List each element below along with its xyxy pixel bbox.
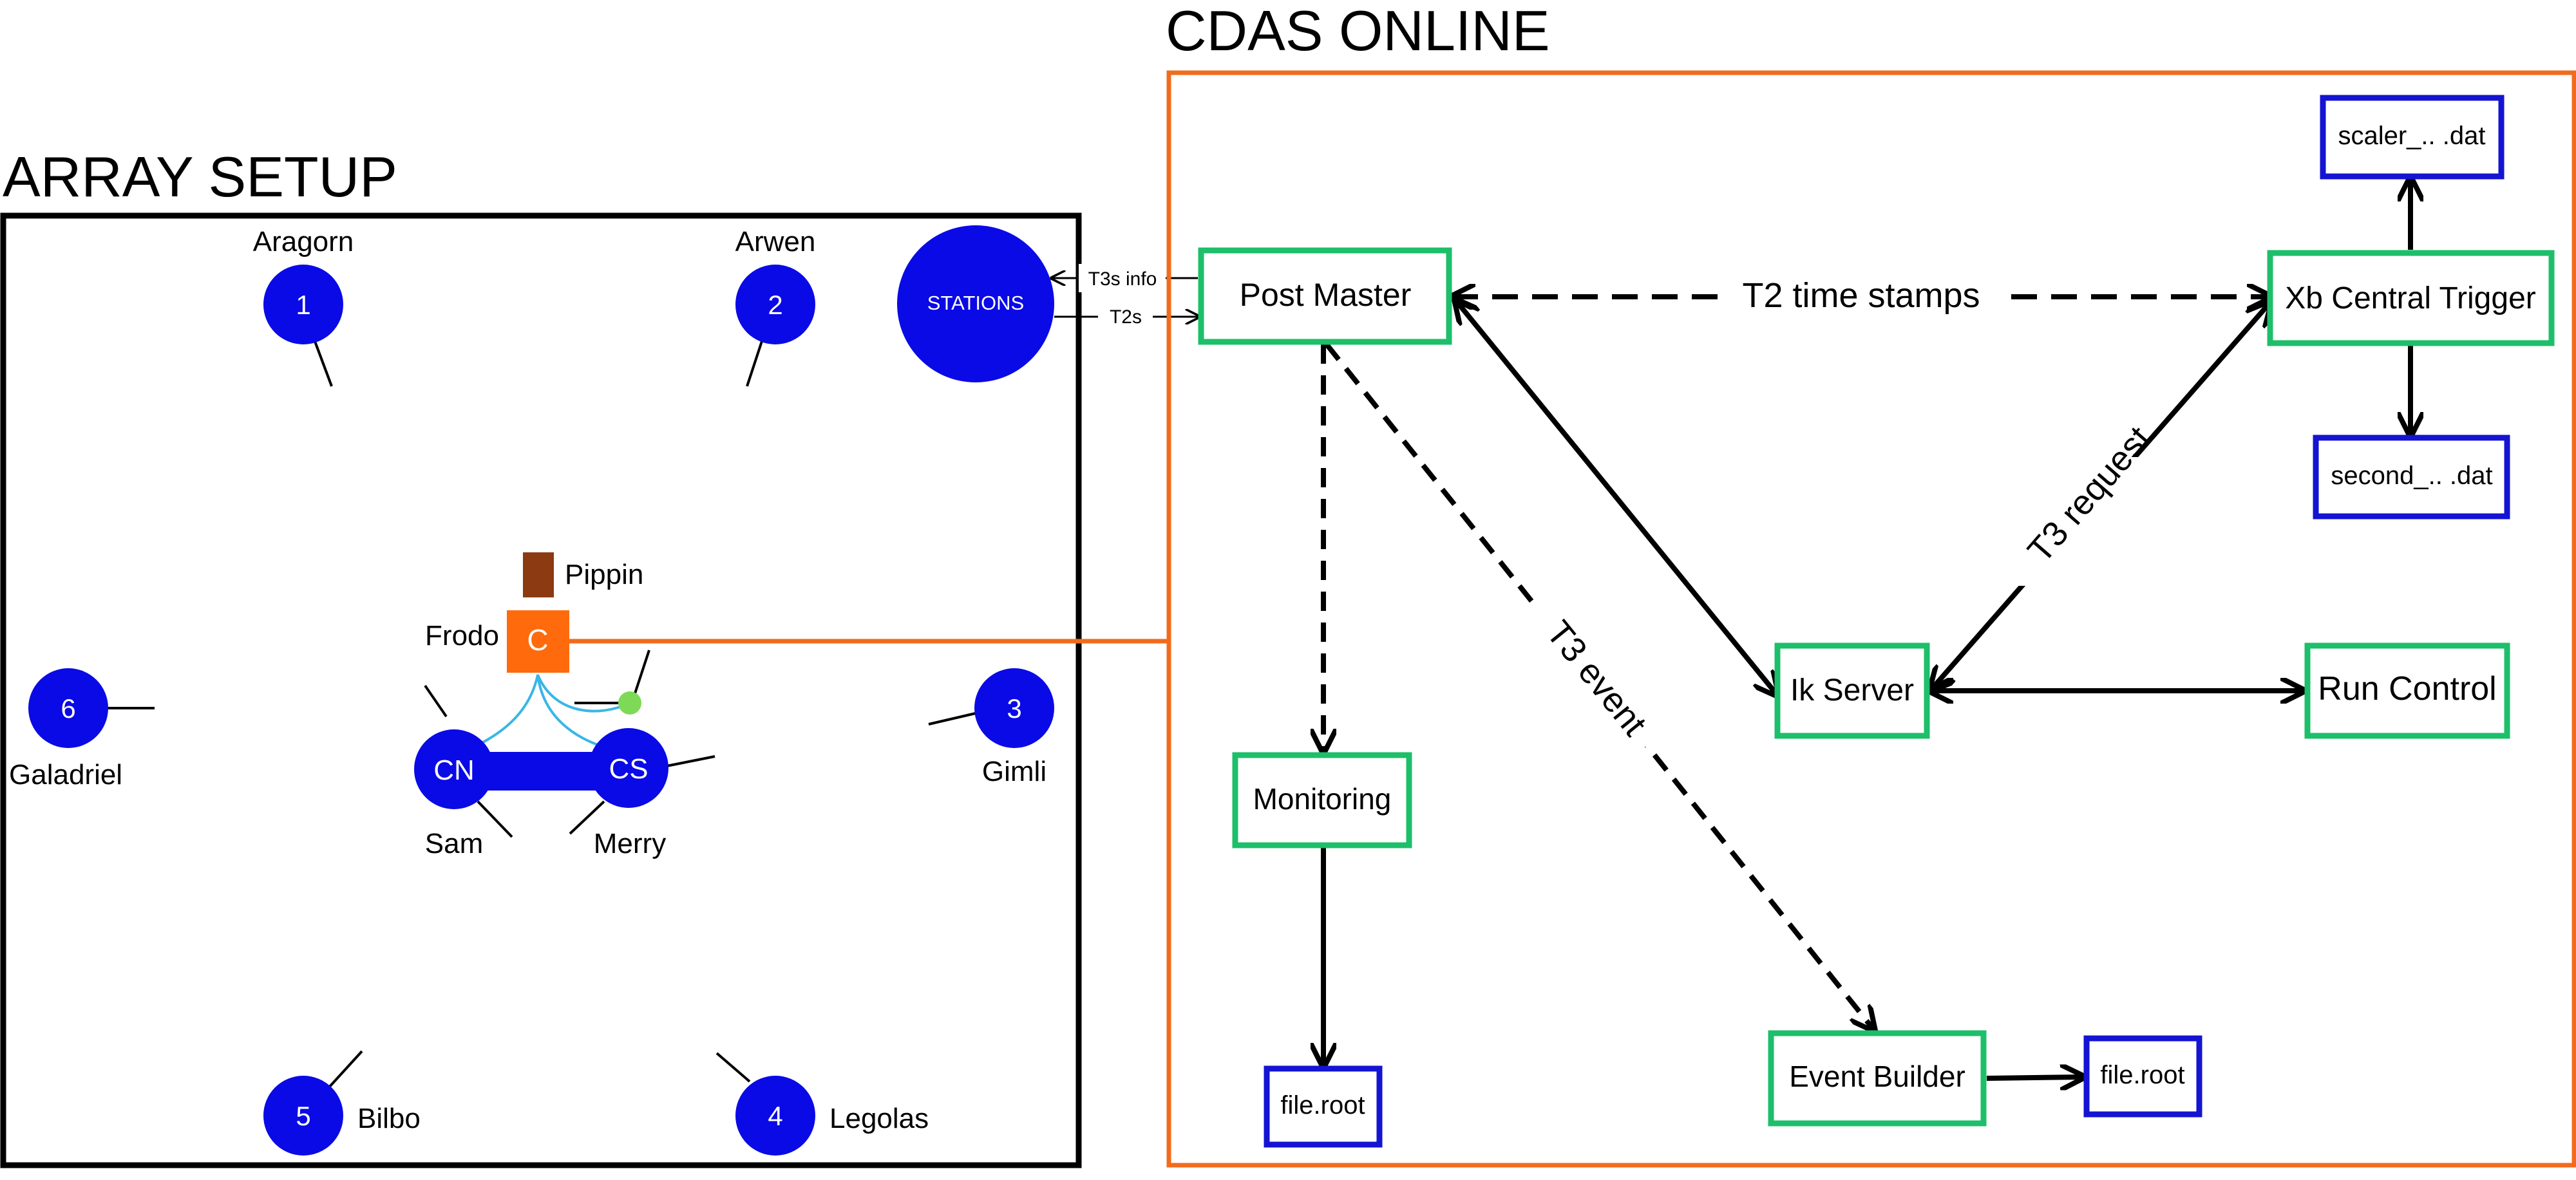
array-setup-frame (0, 212, 1082, 1168)
cdas-edges: T2 time stamps T3 request T3 event (1323, 178, 2410, 1078)
stations-node[interactable]: STATIONS (897, 225, 1054, 382)
monitoring-root-file[interactable]: file.root (1264, 1065, 1383, 1148)
merry-label: Merry (594, 828, 666, 859)
t2s-label: T2s (1110, 306, 1142, 328)
ik-server-label: Ik Server (1790, 673, 1914, 707)
tank-2[interactable]: 2 Arwen (735, 226, 816, 387)
frodo-letter: C (527, 623, 548, 657)
tank-6[interactable]: 6 Galadriel (9, 668, 155, 791)
post-master-node[interactable]: Post Master (1198, 247, 1452, 345)
tank-5-name: Bilbo (357, 1103, 421, 1134)
sam-label: Sam (425, 828, 483, 859)
xb-central-trigger-node[interactable]: Xb Central Trigger (2267, 250, 2555, 346)
event-builder-label: Event Builder (1789, 1060, 1965, 1093)
tank-5-number: 5 (296, 1101, 310, 1131)
monitoring-label: Monitoring (1253, 782, 1392, 816)
tank-4-name: Legolas (829, 1103, 929, 1134)
stations-label: STATIONS (927, 292, 1024, 314)
tank-3-number: 3 (1007, 693, 1021, 724)
tank-2-name: Arwen (735, 226, 816, 258)
tank-4-number: 4 (768, 1101, 782, 1131)
ik-server-node[interactable]: Ik Server (1774, 642, 1930, 739)
tank-1-name: Aragorn (253, 226, 354, 258)
cs-station[interactable] (589, 728, 668, 808)
cn-station[interactable] (414, 729, 494, 809)
tank-4[interactable]: 4 Legolas (715, 1052, 929, 1156)
t2-time-stamps-label: T2 time stamps (1742, 276, 1980, 315)
tank-3-name: Gimli (982, 756, 1046, 787)
tank-1-number: 1 (296, 290, 310, 320)
run-control-node[interactable]: Run Control (2304, 642, 2510, 739)
small-station-dot[interactable] (618, 691, 641, 715)
post-master-label: Post Master (1240, 277, 1412, 313)
station-links: T3s info T2s (1052, 264, 1199, 331)
frodo-label: Frodo (425, 620, 499, 651)
event-root-file[interactable]: file.root (2083, 1035, 2202, 1118)
scaler-file[interactable]: scaler_.. .dat (2320, 95, 2505, 180)
t3s-info-label: T3s info (1088, 268, 1157, 290)
tank-1[interactable]: 1 Aragorn (253, 226, 354, 387)
pippin-shed[interactable] (523, 552, 554, 597)
cs-label: CS (609, 753, 648, 785)
scaler-file-label: scaler_.. .dat (2338, 122, 2485, 150)
monitoring-root-label: file.root (1280, 1091, 1365, 1119)
tank-6-number: 6 (61, 693, 75, 724)
center-cluster: Pippin C Frodo CN CS Sam Merry (414, 552, 715, 859)
second-file[interactable]: second_.. .dat (2313, 435, 2510, 520)
run-control-label: Run Control (2318, 670, 2496, 707)
tank-3[interactable]: 3 Gimli (928, 668, 1054, 787)
tank-6-name: Galadriel (9, 759, 122, 791)
pippin-label: Pippin (565, 559, 643, 590)
cn-label: CN (433, 754, 475, 786)
tank-2-number: 2 (768, 290, 782, 320)
second-file-label: second_.. .dat (2331, 462, 2492, 490)
cdas-online-title: CDAS ONLINE (1166, 0, 1550, 62)
frodo-box[interactable] (507, 610, 569, 673)
xb-central-trigger-label: Xb Central Trigger (2285, 281, 2536, 315)
monitoring-node[interactable]: Monitoring (1232, 752, 1412, 848)
event-builder-node[interactable]: Event Builder (1768, 1030, 1987, 1127)
event-root-label: file.root (2100, 1061, 2184, 1089)
cdas-online-frame (1166, 70, 2576, 1168)
tank-5[interactable]: 5 Bilbo (263, 1050, 421, 1156)
array-setup-title: ARRAY SETUP (3, 145, 397, 209)
